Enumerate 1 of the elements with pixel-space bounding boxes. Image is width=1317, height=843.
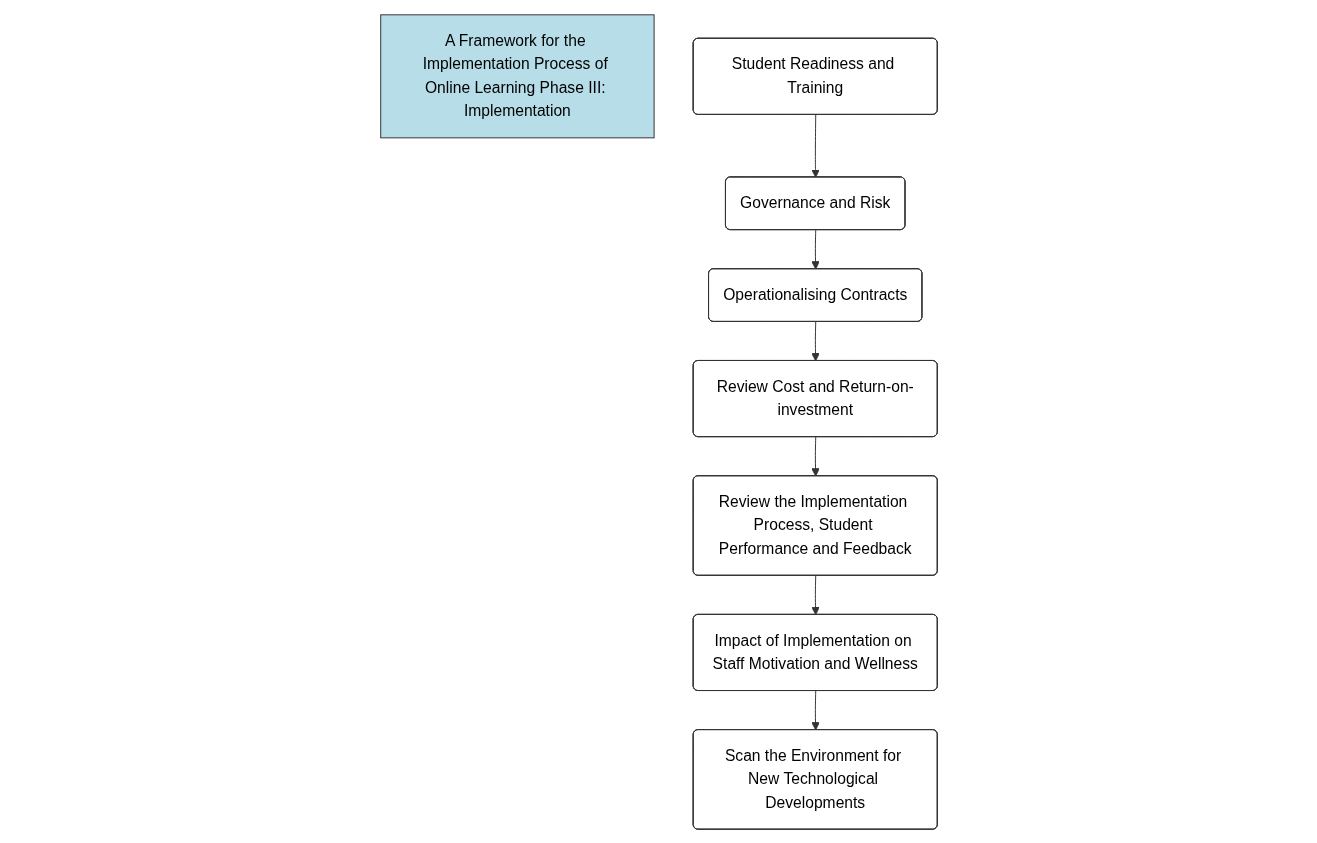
node-box: A Framework for the Implementation Process of Online Learning Phase III: Implementation bbox=[379, 13, 655, 138]
